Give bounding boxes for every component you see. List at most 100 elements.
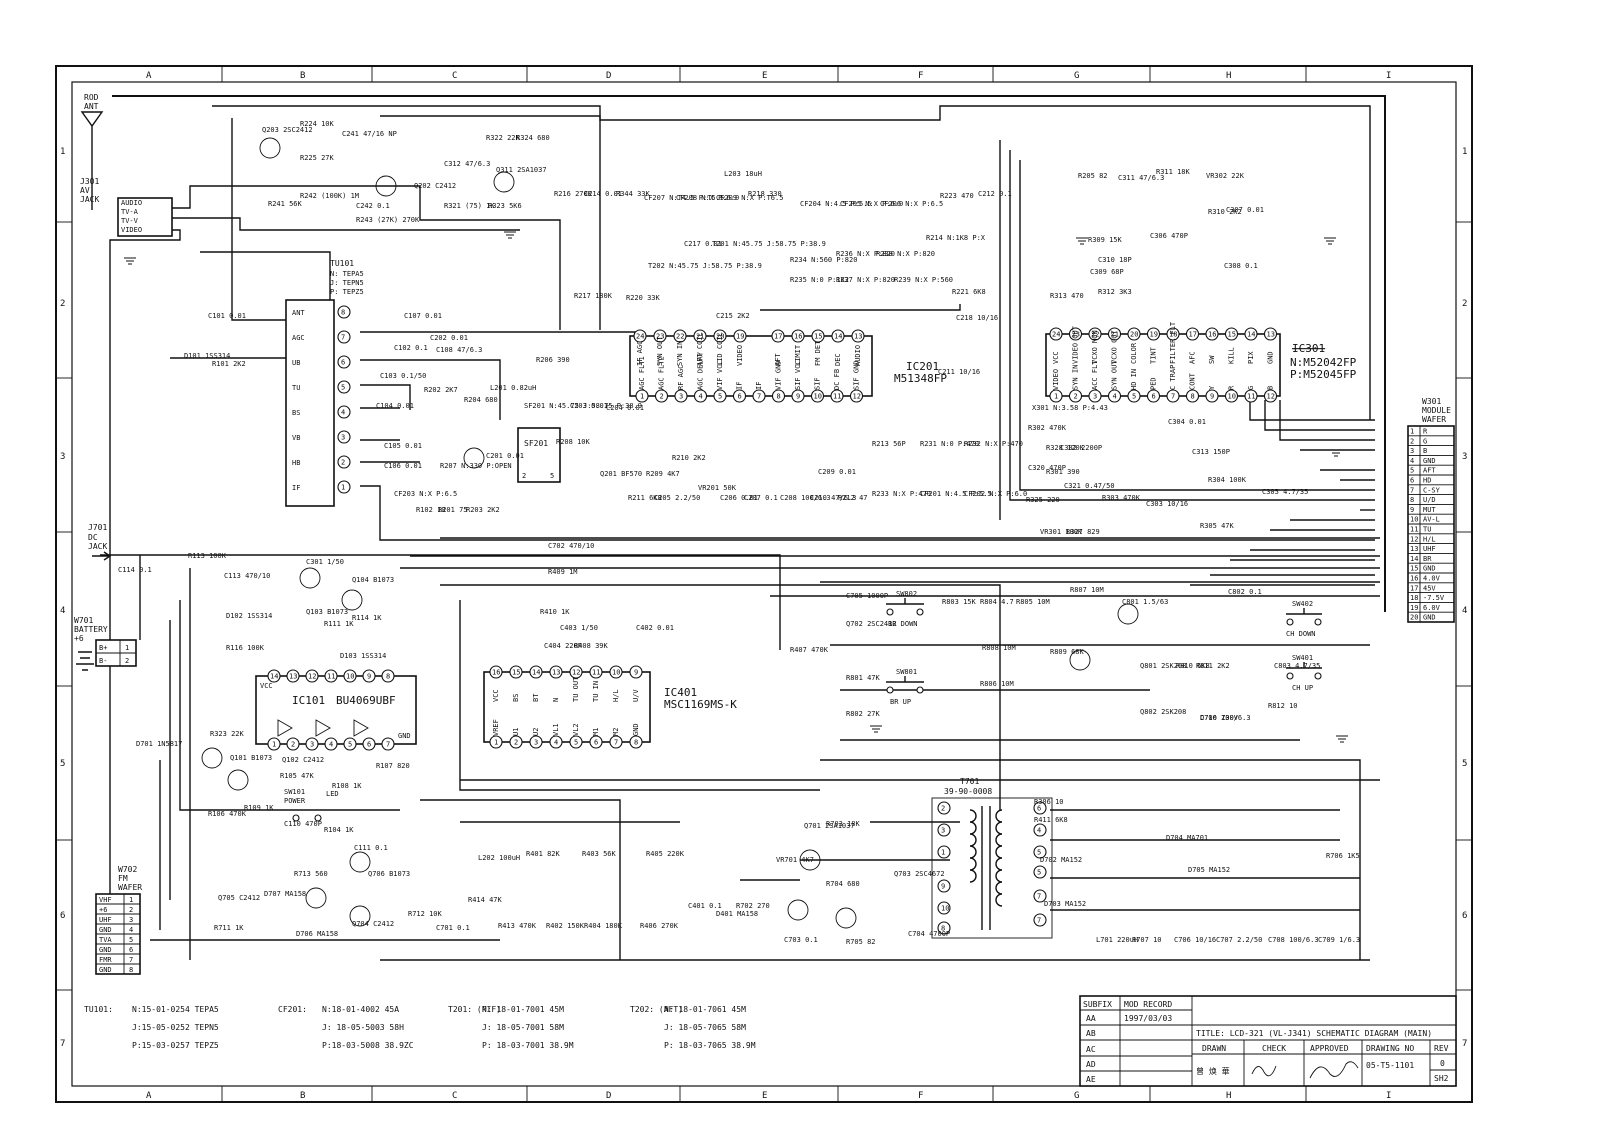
ic-pin (362, 737, 376, 751)
component-label: CF207 N:T4.5 P:T5.5 (644, 194, 724, 202)
switch-sw101[interactable]: SW101 POWER (284, 788, 322, 822)
tuner-pin (337, 405, 351, 419)
component-label: CF208 N:X P:6.0 (676, 194, 739, 202)
ic-pin (286, 737, 300, 751)
component-label: R323 22K (210, 730, 245, 738)
ic-pin (569, 665, 583, 679)
component-label: R313 470 (1050, 292, 1084, 300)
antenna-label: ROD (84, 93, 99, 102)
fm-wafer-pin-number: 4 (129, 926, 133, 934)
rod-antenna: ROD ANT (80, 93, 104, 210)
switch-sw402[interactable]: SW402 CH DOWN (1286, 600, 1322, 638)
title-row: AC (1086, 1045, 1096, 1054)
component-label: C321 0.47/50 (1064, 482, 1115, 490)
transformer-pin (1033, 865, 1047, 879)
ic-pin-number: 9 (367, 673, 371, 681)
ic401-pin-name: VL1 (552, 723, 560, 736)
transformer-pin-number: 9 (941, 883, 945, 891)
component-label: R213 56P (872, 440, 906, 448)
fm-wafer-pin-name: +6 (99, 906, 107, 914)
ic201-pin-name: LID COIL (716, 332, 724, 366)
ic301-pin-name: TINT (1150, 346, 1158, 364)
switch-label: CH DOWN (1286, 630, 1316, 638)
component-label: R214 N:1K8 P:X (926, 234, 986, 242)
component-label: D706 MA158 (296, 930, 338, 938)
jack-ref: J301 (80, 177, 99, 186)
tuner-ref: TU101 (330, 259, 354, 268)
ic-pin-number: 12 (572, 669, 580, 677)
title-row: AE (1086, 1075, 1096, 1084)
note-ref: T202: (AFT) (630, 1005, 683, 1014)
ic-pin (609, 735, 623, 749)
fm-wafer-pin-number: 5 (129, 936, 133, 944)
tuner-pin-name: VB (292, 434, 300, 442)
component-label: R239 N:X P:560 (894, 276, 953, 284)
grid-col-bottom: F (918, 1091, 923, 1101)
tuner-pin (337, 355, 351, 369)
component-label: R241 56K (268, 200, 303, 208)
ic-pin (324, 669, 338, 683)
jack-name: JACK (80, 195, 99, 204)
jack-pin: VIDEO (121, 226, 142, 234)
switch-sw802[interactable]: SW802 BR DOWN (886, 590, 924, 628)
component-label: R404 180K (584, 922, 623, 930)
ic-pin (362, 669, 376, 683)
transformer-pin-number: 6 (1037, 805, 1041, 813)
ic301-part: N:M52042FP (1290, 356, 1357, 369)
ic301-pin-name: CONT (1189, 372, 1197, 390)
note-line: N: 18-01-7001 45M (482, 1005, 564, 1014)
component-label: R107 820 (376, 762, 410, 770)
note-ref: T201: (PIF) (448, 1005, 501, 1014)
ic-pin-number: 3 (679, 393, 683, 401)
svg-text:SF201: SF201 (524, 439, 548, 448)
ic-pin-number: 8 (777, 393, 781, 401)
ic-pin-number: 4 (329, 741, 333, 749)
component-label: C312 47/6.3 (444, 160, 490, 168)
component-label: R208 10K (556, 438, 591, 446)
transformer-pin-number: 4 (1037, 827, 1041, 835)
ic-pin (635, 389, 649, 403)
component-label: VR302 22K (1206, 172, 1245, 180)
fm-wafer-pin-number: 6 (129, 946, 133, 954)
battery-name: BATTERY (74, 625, 108, 634)
component-label: R221 6K8 (952, 288, 986, 296)
tuner-pin (337, 455, 351, 469)
ic-pin-number: 14 (270, 673, 278, 681)
switch-sw801[interactable]: SW801 BR UP (886, 668, 924, 706)
component-label: VR201 50K (698, 484, 737, 492)
jack-name: AV (80, 186, 90, 195)
battery-wafer: W701 BATTERY +6 B+ B- 12 (74, 616, 137, 671)
component-label: R812 10 (1268, 702, 1298, 710)
grid-col-top: G (1074, 71, 1079, 81)
switch-sw401[interactable]: SW401 CH UP (1286, 654, 1322, 692)
tuner-pin (337, 380, 351, 394)
component-label: D706 Z30V (1200, 714, 1239, 722)
component-label: R711 1K (214, 924, 244, 932)
check-label: CHECK (1262, 1044, 1286, 1053)
component-label: Q801 2SK208 (1140, 662, 1186, 670)
component-label: R706 1K5 (1326, 852, 1360, 860)
fm-wafer-pin-name: GND (99, 926, 112, 934)
ic-pin-number: 16 (1208, 331, 1216, 339)
tuner-part: P: TEPZ5 (330, 288, 364, 296)
component-label: R804 4.7 (980, 598, 1014, 606)
component-label: R324 680 (516, 134, 550, 142)
component-label: C402 0.01 (636, 624, 674, 632)
transformer-pin (937, 823, 951, 837)
component-label: D704 MA701 (1166, 834, 1208, 842)
ic-pin-number: 12 (853, 393, 861, 401)
component-label: R403 56K (582, 850, 617, 858)
ic-pin (324, 737, 338, 751)
component-label: R328 120K (1046, 444, 1085, 452)
ic-pin (849, 389, 864, 403)
component-label: R210 2K2 (672, 454, 706, 462)
fm-wafer-pin-number: 1 (129, 896, 133, 904)
component-label: VR301 100K (1040, 528, 1083, 536)
component-label: D703 MA152 (1044, 900, 1086, 908)
grid-row-left: 6 (60, 911, 65, 921)
component-label: R216 270K (554, 190, 593, 198)
ic401-pin-name: U1 (512, 728, 520, 736)
component-label: Q102 C2412 (282, 756, 324, 764)
ic-pin (1146, 389, 1161, 403)
